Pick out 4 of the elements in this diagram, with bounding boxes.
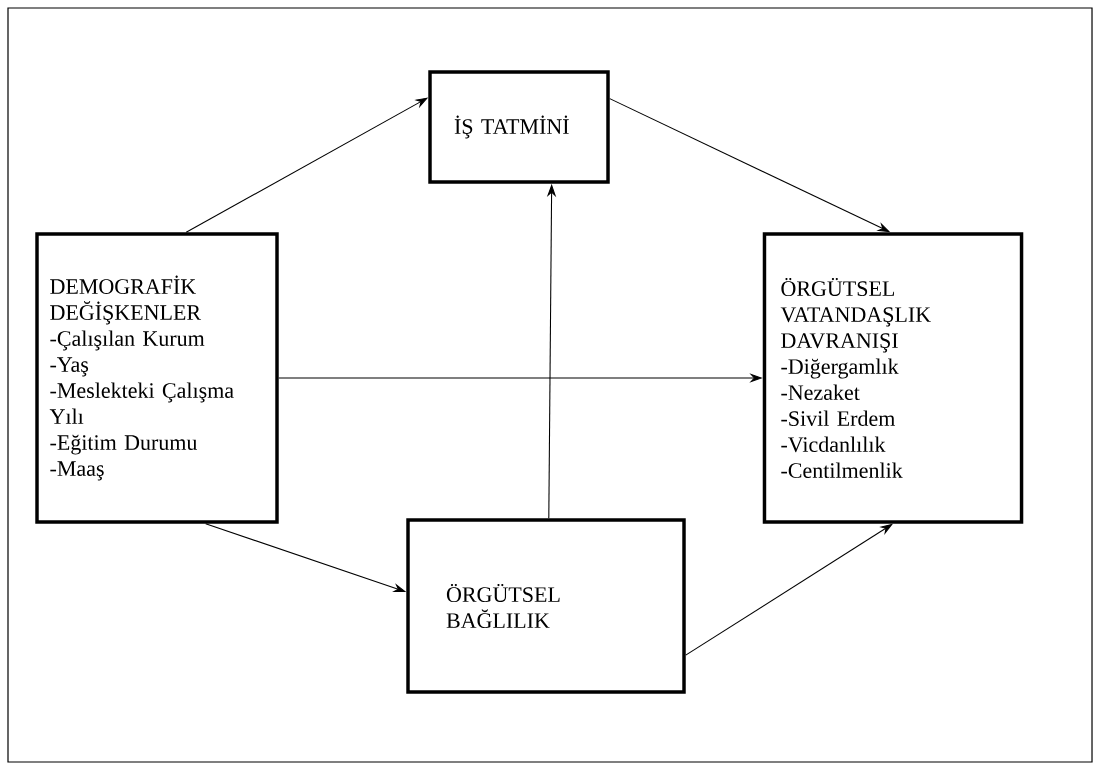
concept-box: ÖRGÜTSEL BAĞLILIK (406, 518, 686, 694)
concept-box: DEMOGRAFİK DEĞİŞKENLER -Çalışılan Kurum -Yaş -Meslekteki Çalışma Yılı -Eğitim Durumu -Maaş (35, 232, 279, 524)
concept-box: İŞ TATMİNİ (428, 70, 610, 184)
concept-box: ÖRGÜTSEL VATANDAŞLIK DAVRANIŞI -Diğergamlık -Nezaket -Sivil Erdem -Vicdanlılık -Centilmenlik (762, 232, 1024, 524)
